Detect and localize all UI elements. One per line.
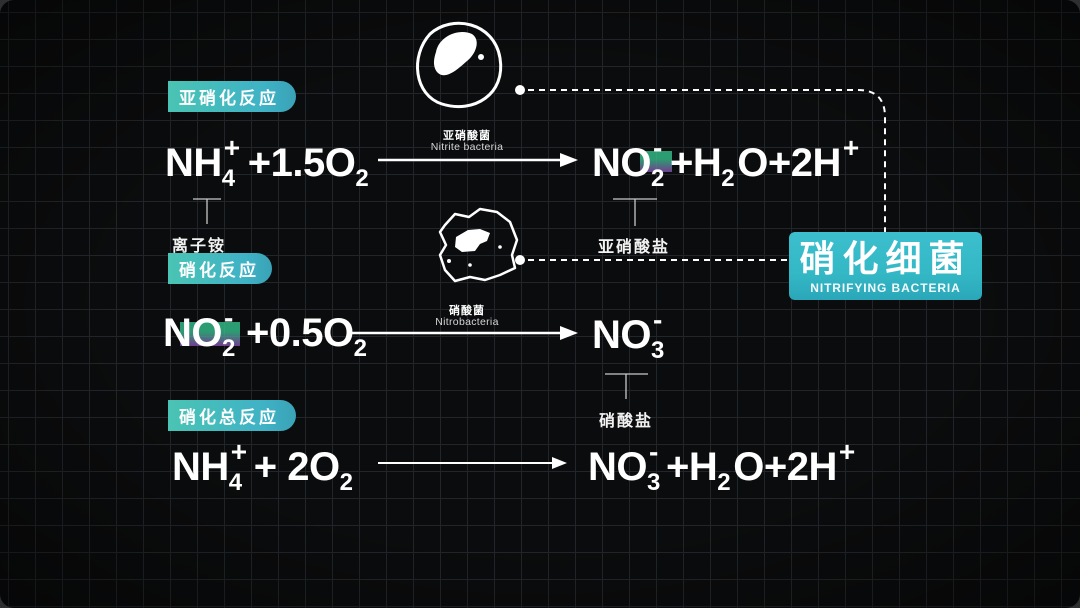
reaction-3-reactants: NH + 4 + 2O 2 <box>172 438 356 501</box>
charge-superscript: + <box>842 132 860 163</box>
connector-ammonium <box>193 198 221 224</box>
catalyst-nitrite-bacteria-cn: 亚硝酸菌 <box>443 130 491 142</box>
link-dot-2 <box>515 255 525 265</box>
nitrate-indices: - 3 <box>651 306 668 369</box>
oxygen-term: +1.5O <box>247 141 356 185</box>
reaction-2-products: NO - 3 <box>592 306 668 369</box>
subscript: 2 <box>721 165 735 192</box>
nitrate-formula: NO <box>588 445 648 489</box>
subscript: 3 <box>647 469 661 496</box>
water-term: +H <box>666 445 718 489</box>
subscript: 2 <box>355 165 369 192</box>
dashed-link-1 <box>528 89 886 232</box>
subscript: 2 <box>717 469 731 496</box>
subscript: 3 <box>651 337 665 364</box>
ammonium-formula: NH <box>165 141 222 185</box>
reaction-1-products: NO - 2 +H 2 O+2H + <box>592 134 859 197</box>
nitrobacteria-cell-icon <box>438 207 519 283</box>
ammonium-indices: + 4 <box>228 438 247 501</box>
right-arrow-icon <box>378 153 578 167</box>
reaction-3-products: NO - 3 +H 2 O+2H + <box>588 438 855 501</box>
subscript: 2 <box>353 335 367 362</box>
water-indices: 2 <box>721 143 737 197</box>
catalyst-nitrite-bacteria-en: Nitrite bacteria <box>430 141 504 153</box>
subscript: 2 <box>339 469 353 496</box>
ammonium-formula: NH <box>172 445 229 489</box>
proton-indices: + <box>841 134 859 197</box>
nitrate-indices: - 3 <box>647 438 664 501</box>
note-nitrite: 亚硝酸盐 <box>598 239 671 256</box>
nitrifying-bacteria-badge: 硝化细菌 NITRIFYING BACTERIA <box>789 232 982 300</box>
link-dot-1 <box>515 85 525 95</box>
ammonium-indices: + 4 <box>221 134 240 197</box>
charge-superscript: - <box>224 302 234 333</box>
oxygen-term: + 2O <box>253 445 340 489</box>
right-arrow-icon <box>378 457 567 469</box>
water-term: +H <box>670 141 722 185</box>
oxygen-indices: 2 <box>340 447 356 501</box>
connector-nitrate <box>605 373 648 399</box>
oxygen-term: +0.5O <box>246 311 354 355</box>
oxygen-indices: 2 <box>354 313 370 367</box>
catalyst-nitrobacteria-cn: 硝酸菌 <box>449 305 485 317</box>
subscript: 4 <box>221 165 236 192</box>
nitrifying-bacteria-subtitle: NITRIFYING BACTERIA <box>810 281 961 295</box>
oxygen-indices: 2 <box>355 143 371 197</box>
tag-nitratation: 硝化反应 <box>168 253 272 284</box>
subscript: 2 <box>651 165 665 192</box>
charge-superscript: + <box>223 132 241 163</box>
proton-indices: + <box>837 438 855 501</box>
nitrite-highlight-band <box>180 322 240 346</box>
catalyst-nitrobacteria-en: Nitrobacteria <box>435 316 499 328</box>
tag-overall: 硝化总反应 <box>168 400 296 431</box>
reaction-1-reactants: NH + 4 +1.5O 2 <box>165 134 371 197</box>
note-nitrate: 硝酸盐 <box>599 413 654 430</box>
right-arrow-icon <box>350 326 578 340</box>
charge-superscript: - <box>653 304 663 335</box>
nitrite-highlight-band <box>640 151 672 172</box>
subscript: 4 <box>228 469 243 496</box>
charge-superscript: - <box>649 436 659 467</box>
charge-superscript: + <box>230 436 248 467</box>
water-indices: 2 <box>717 447 733 501</box>
nitrifying-bacteria-title: 硝化细菌 <box>799 238 972 279</box>
nitrite-formula: NO <box>163 311 223 355</box>
subscript: 2 <box>222 335 236 362</box>
nitrite-bacteria-cell-icon <box>416 21 503 109</box>
proton-term: O+2H <box>733 445 837 489</box>
proton-term: O+2H <box>737 141 841 185</box>
nitrate-formula: NO <box>592 313 652 357</box>
charge-superscript: + <box>838 436 856 467</box>
note-ammonium: 离子铵 <box>172 238 227 255</box>
charge-superscript: - <box>653 132 663 163</box>
nitrite-indices: - 2 <box>222 304 239 367</box>
nitrite-indices: - 2 <box>651 134 668 197</box>
tag-nitritation: 亚硝化反应 <box>168 81 296 112</box>
nitrite-formula: NO <box>592 141 652 185</box>
reaction-2-reactants: NO - 2 +0.5O 2 <box>163 304 370 367</box>
connector-nitrite <box>613 198 657 226</box>
